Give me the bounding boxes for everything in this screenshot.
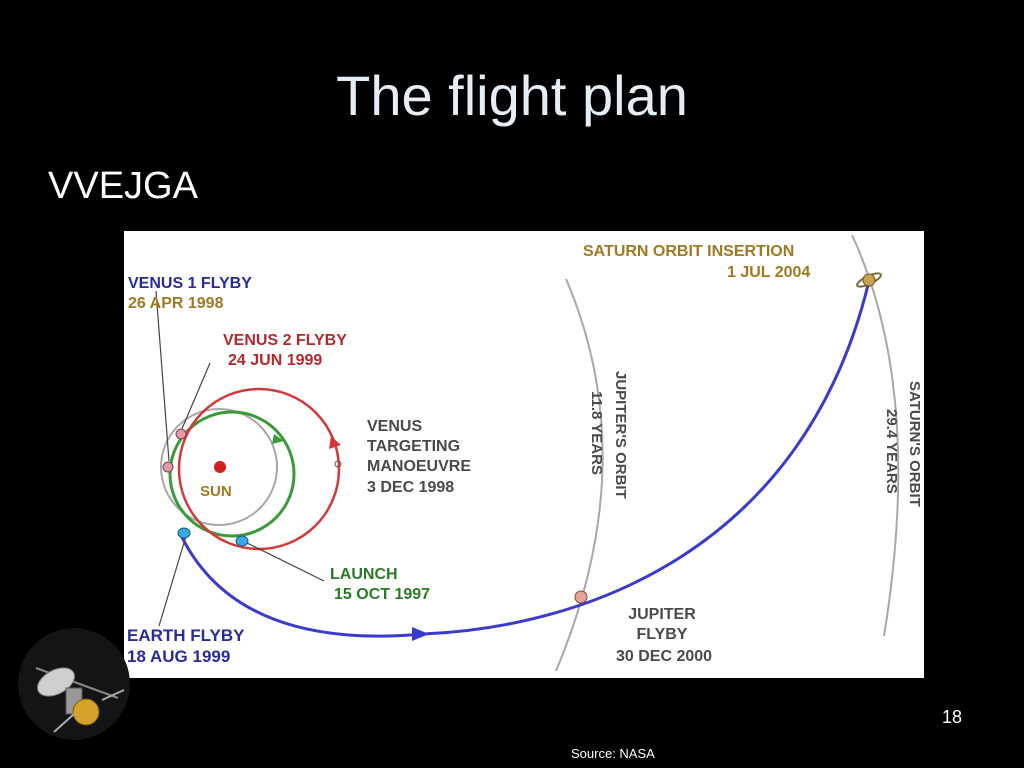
trajectory-arrow-icon: [412, 627, 429, 641]
venus2-label-line1: VENUS 2 FLYBY: [223, 332, 347, 349]
jupiter-orbit-label-line2: 11.8 YEARS: [588, 391, 605, 475]
sun-marker: [214, 461, 226, 473]
earth-pointer: [158, 535, 187, 627]
diagram-svg: SUN VENUS 1 FLYBY 26 APR 1998 VENUS 2 FL…: [127, 234, 923, 672]
venus1-label-line1: VENUS 1 FLYBY: [128, 275, 252, 292]
launch-label-line2: 15 OCT 1997: [334, 586, 430, 603]
source-credit: Source: NASA: [571, 746, 655, 761]
earth-flyby-marker: [177, 527, 191, 539]
red-arrow-icon: [329, 436, 341, 449]
jupiter-flyby-label-line3: 30 DEC 2000: [616, 648, 712, 665]
vtm-label-line2: TARGETING: [367, 438, 460, 455]
soi-label-line1: SATURN ORBIT INSERTION: [583, 243, 794, 260]
vtm-marker: [334, 460, 342, 468]
green-arrow-icon: [272, 434, 284, 444]
jupiter-flyby-label-line2: FLYBY: [637, 626, 688, 643]
venus2-pointer: [180, 362, 211, 432]
jupiter-orbit-arc: [555, 278, 604, 672]
jupiter-marker: [574, 590, 588, 604]
launch-marker: [235, 535, 249, 547]
venus1-pointer: [155, 290, 170, 462]
soi-label-line2: 1 JUL 2004: [727, 264, 810, 281]
spacecraft-icon: [18, 628, 130, 740]
venus-orbit-green: [168, 410, 296, 538]
launch-label-line1: LAUNCH: [330, 566, 398, 583]
vtm-label-line1: VENUS: [367, 418, 422, 435]
saturn-orbit-label-line1: SATURN'S ORBIT: [906, 381, 923, 507]
venus1-label-line2: 26 APR 1998: [128, 295, 224, 312]
saturn-icon: [856, 272, 882, 288]
jupiter-orbit-label-line1: JUPITER'S ORBIT: [612, 371, 629, 499]
venus1-marker: [175, 428, 187, 440]
earth-label-line1: EARTH FLYBY: [127, 626, 245, 645]
trajectory-diagram: SUN VENUS 1 FLYBY 26 APR 1998 VENUS 2 FL…: [124, 231, 924, 678]
sun-label: SUN: [200, 483, 232, 500]
slide-title: The flight plan: [336, 64, 688, 127]
launch-pointer: [246, 542, 325, 582]
venus2-orbit-red: [177, 387, 341, 551]
trajectory-path: [177, 280, 871, 638]
bullet-text: VVEJGA: [48, 165, 198, 207]
jupiter-flyby-label-line1: JUPITER: [628, 606, 696, 623]
venus2-label-line2: 24 JUN 1999: [228, 352, 322, 369]
earth-label-line2: 18 AUG 1999: [127, 647, 230, 666]
earth-orbit: [160, 408, 278, 526]
vtm-label-line4: 3 DEC 1998: [367, 479, 454, 496]
vtm-label-line3: MANOEUVRE: [367, 458, 471, 475]
saturn-orbit-label-line2: 29.4 YEARS: [883, 409, 900, 494]
venus2-marker: [162, 461, 174, 473]
page-number: 18: [941, 707, 962, 727]
